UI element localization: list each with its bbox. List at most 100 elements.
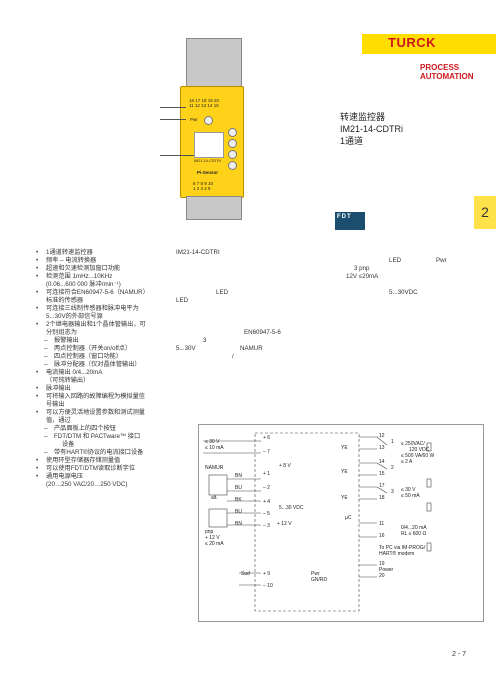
- desc-led3: LED: [176, 297, 189, 304]
- brand-subtitle: PROCESS AUTOMATION: [420, 63, 473, 81]
- product-title-line1: 转速监控器: [340, 112, 386, 122]
- feature-item: 1通道转速监控器: [36, 249, 186, 257]
- circ-r2: 2: [391, 465, 394, 471]
- feature-item: 报警输出: [36, 337, 186, 345]
- circ-i20: ≤ 20 mA: [205, 541, 224, 547]
- circ-gnrd: GN/RD: [311, 577, 328, 583]
- feature-item: 脉冲输出: [36, 385, 186, 393]
- device-model-label: IM21-14-CDTRi: [194, 159, 221, 163]
- callout-line-3: [160, 155, 194, 156]
- circ-sud: Sud: [241, 571, 250, 577]
- circ-bk: BK: [235, 497, 242, 503]
- circ-pwr: Pwr: [311, 571, 320, 577]
- circ-v12b: + 12 V: [277, 521, 292, 527]
- circ-t4: + 4: [263, 499, 271, 505]
- feature-item: 检测范围 1mHz...10KHz: [36, 273, 186, 281]
- chapter-number: 2: [481, 204, 489, 220]
- circ-power: Power: [379, 567, 394, 573]
- circ-rel-v2: 120 VDC: [409, 447, 430, 453]
- brand-line2: AUTOMATION: [420, 72, 474, 81]
- device-top-terminals: 16 17 18 19 20 11 12 13 14 15: [189, 98, 220, 108]
- circ-o12: 12: [379, 433, 385, 439]
- circ-o16: 16: [379, 533, 385, 539]
- product-title-line3: 1通道: [340, 136, 364, 146]
- feature-item: (0.06...600 000 脉冲/min⁻¹): [46, 281, 121, 288]
- desc-standard: EN60947-5-6: [244, 329, 281, 336]
- circ-uc: µC: [345, 515, 352, 521]
- circ-t9: + 9: [263, 571, 271, 577]
- feature-item: 分别组态为: [46, 329, 77, 336]
- feature-item: （可钝转输出）: [46, 377, 90, 384]
- desc-model: IM21-14-CDTRI: [176, 249, 220, 256]
- circ-t7: – 7: [263, 449, 270, 455]
- device-bottom-terminals: 6 7 8 9 10 1 2 3 4 5: [193, 181, 214, 191]
- feature-item: 四点控制器（窗口功能）: [36, 353, 186, 361]
- circ-tr-i: ≤ 50 mA: [401, 493, 420, 499]
- circ-t6: + 6: [263, 435, 271, 441]
- feature-item: 可连接三线制传感器和脉冲电平为: [36, 305, 186, 313]
- circ-rel-v1: ≤ 250VAC/: [401, 441, 425, 447]
- fdt-logo: [335, 212, 365, 230]
- feature-item: 可以使用FDT/DTM读取诊断字位: [36, 465, 186, 473]
- device-bottom-housing: [186, 196, 242, 220]
- feature-item: 带有HART®协议的电流接口设备: [36, 449, 186, 457]
- circ-o11: 11: [379, 521, 385, 527]
- desc-pwr: Pwr: [436, 257, 447, 264]
- feature-item: 电流输出 0/4...20mA: [36, 369, 186, 377]
- circ-bu2: BU: [235, 509, 242, 515]
- feature-item: 2个继电器输出和1个晶体管输出，可: [36, 321, 186, 329]
- brand-logo-bar: [362, 34, 496, 54]
- circ-tr-v: ≤ 30 V: [401, 487, 416, 493]
- feature-item: 使用环型存储器存储测量值: [36, 457, 186, 465]
- feature-item: 可连接符合EN60947-5-6（NAMUR）: [36, 289, 186, 297]
- feature-item: 可以方便灵活地设置参数和测试测量: [36, 409, 186, 417]
- circ-t5: – 5: [263, 511, 270, 517]
- desc-led2: LED: [216, 289, 229, 296]
- circ-r3: 3: [391, 489, 394, 495]
- feature-item: 频率 – 电流转换器: [36, 257, 186, 265]
- desc-pnp: 3 pnp: [354, 265, 370, 272]
- device-top-housing: [186, 38, 242, 90]
- circ-t10: – 10: [263, 583, 273, 589]
- fdt-logo-text: FDT: [337, 214, 352, 220]
- circ-namur: NAMUR: [205, 465, 224, 471]
- circ-rel-i: ≤ 2 A: [401, 459, 413, 465]
- circ-o14: 14: [379, 459, 385, 465]
- circ-bn1: BN: [235, 473, 242, 479]
- circ-rel-p: ≤ 500 VA/60 W: [401, 453, 435, 459]
- device-button-4-icon[interactable]: [228, 161, 237, 170]
- device-button-3-icon[interactable]: [228, 150, 237, 159]
- circ-o19: 19: [379, 561, 385, 567]
- callout-line-1: [160, 107, 186, 108]
- circ-ao2: RL ≤ 600 Ω: [401, 531, 427, 537]
- device-pwr-led-icon: [204, 116, 213, 125]
- device-button-2-icon[interactable]: [228, 139, 237, 148]
- circ-t1: + 1: [263, 471, 271, 477]
- wiring-diagram-lines: [203, 432, 432, 612]
- device-button-1-icon[interactable]: [228, 128, 237, 137]
- circ-in-i: ≤ 10 mA: [205, 445, 224, 451]
- circ-t3: – 3: [263, 523, 270, 529]
- wiring-diagram: ≤ 30 V ≤ 10 mA NAMUR alt. pnp + 12 V ≤ 2…: [198, 424, 484, 622]
- page-number: 2 - 7: [452, 651, 467, 658]
- circ-ye2: YE: [341, 469, 348, 475]
- circ-ye3: YE: [341, 495, 348, 501]
- circ-v8: + 8 V: [279, 463, 291, 469]
- circ-alt: alt.: [211, 495, 218, 501]
- feature-item: 标准的传感器: [46, 297, 84, 304]
- circ-v12: + 12 V: [205, 535, 220, 541]
- circ-o17: 17: [379, 483, 385, 489]
- circ-o18: 18: [379, 495, 385, 501]
- feature-item: 5...30V的外部信号源: [46, 313, 103, 320]
- circ-ye1: YE: [341, 445, 348, 451]
- circ-v530: 5...30 VDC: [279, 505, 304, 511]
- circ-in-v: ≤ 30 V: [205, 439, 220, 445]
- callout-line-2: [160, 119, 186, 120]
- chapter-tab: 2: [474, 196, 496, 229]
- brand-line1: PROCESS: [420, 63, 460, 72]
- product-title: 转速监控器 IM21-14-CDTRi 1通道: [340, 111, 403, 147]
- feature-item: 产品面板上的四个按钮: [36, 425, 186, 433]
- circ-o13: 13: [379, 445, 385, 451]
- desc-volt: 5...30V: [176, 345, 196, 352]
- product-title-line2: IM21-14-CDTRi: [340, 124, 404, 134]
